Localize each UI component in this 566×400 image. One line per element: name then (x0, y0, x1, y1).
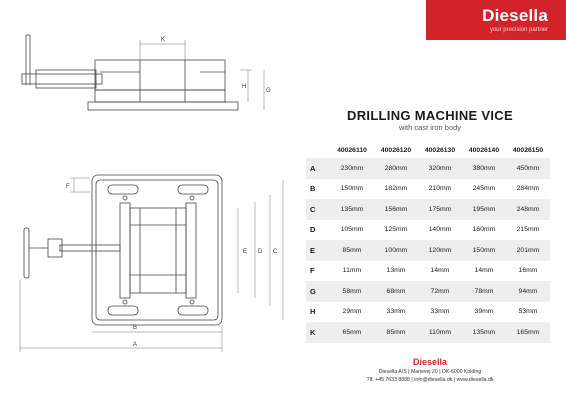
table-cell: 140mm (428, 226, 452, 234)
table-cell: 110mm (418, 322, 462, 343)
column-header: 40026130 (424, 146, 456, 154)
table-cell: 72mm (418, 281, 462, 302)
row-label: B (310, 184, 316, 194)
table-cell: 182mm (384, 185, 408, 193)
side-view (21, 34, 239, 111)
spec-header-row: 40026110 40026120 40026130 40026140 4002… (306, 142, 550, 158)
table-cell: 175mm (418, 199, 462, 220)
table-row: K 65mm 85mm 110mm 135mm 165mm (306, 322, 550, 343)
row-label: G (306, 281, 330, 302)
dim-label-k: K (161, 37, 165, 43)
table-cell: 160mm (472, 226, 496, 234)
table-cell: 284mm (516, 185, 540, 193)
table-row: A 230mm 280mm 320mm 380mm 450mm (306, 158, 550, 179)
product-title: DRILLING MACHINE VICE (347, 108, 513, 123)
table-cell: 16mm (518, 267, 538, 275)
footer-contact: Tlf. +45 7633 8888 | info@diesella.dk | … (366, 377, 494, 383)
table-cell: 33mm (430, 308, 450, 316)
table-cell: 135mm (330, 199, 374, 220)
table-cell: 85mm (374, 322, 418, 343)
table-cell: 150mm (462, 240, 506, 261)
dim-label-h: H (242, 84, 246, 90)
table-cell: 58mm (330, 281, 374, 302)
brand-logo: Diesella (482, 6, 548, 25)
technical-drawing: K H G F E D C B A (19, 34, 284, 352)
table-row: C 135mm 156mm 175mm 195mm 248mm (306, 199, 550, 220)
table-cell: 245mm (472, 185, 496, 193)
table-cell: 39mm (474, 308, 494, 316)
row-label: H (310, 307, 316, 317)
table-cell: 320mm (418, 158, 462, 179)
row-label: K (306, 322, 330, 343)
table-cell: 125mm (384, 226, 408, 234)
dim-label-d: D (258, 249, 263, 255)
table-cell: 65mm (330, 322, 374, 343)
top-view (23, 174, 223, 326)
table-cell: 450mm (506, 158, 550, 179)
table-cell: 105mm (340, 226, 364, 234)
table-cell: 215mm (516, 226, 540, 234)
table-cell: 230mm (330, 158, 374, 179)
column-header: 40026140 (468, 146, 500, 154)
product-subtitle: with cast iron body (398, 123, 462, 132)
footer: Diesella Diesella A/S | Marievej 20 | DK… (330, 357, 530, 384)
table-cell: 210mm (428, 185, 452, 193)
brand-header: Diesella your precision partner (0, 0, 566, 40)
table-cell: 85mm (330, 240, 374, 261)
column-header: 40026120 (380, 146, 412, 154)
table-cell: 29mm (342, 308, 362, 316)
row-label: D (310, 225, 316, 235)
table-cell: 280mm (374, 158, 418, 179)
table-cell: 120mm (418, 240, 462, 261)
table-cell: 248mm (506, 199, 550, 220)
dim-label-e: E (243, 249, 247, 255)
table-cell: 195mm (462, 199, 506, 220)
row-label: E (306, 240, 330, 261)
table-cell: 78mm (462, 281, 506, 302)
spec-table: 40026110 40026120 40026130 40026140 4002… (306, 142, 550, 343)
dim-label-f: F (66, 184, 70, 190)
table-row: G 58mm 68mm 72mm 78mm 94mm (306, 281, 550, 302)
footer-address: Diesella A/S | Marievej 20 | DK-6000 Kol… (378, 369, 482, 375)
table-cell: 68mm (374, 281, 418, 302)
table-row: E 85mm 100mm 120mm 150mm 201mm (306, 240, 550, 261)
row-label: C (306, 199, 330, 220)
row-label: F (310, 266, 315, 276)
brand-logo-box: Diesella your precision partner (426, 0, 566, 40)
table-row: F 11mm 13mm 14mm 14mm 16mm (306, 261, 550, 282)
table-cell: 14mm (474, 267, 494, 275)
table-cell: 150mm (340, 185, 364, 193)
table-row: H 29mm 33mm 33mm 39mm 53mm (306, 302, 550, 323)
row-label: A (306, 158, 330, 179)
dim-label-c: C (273, 249, 278, 255)
table-cell: 11mm (342, 267, 362, 275)
table-cell: 14mm (430, 267, 450, 275)
table-cell: 13mm (386, 267, 406, 275)
table-row: D 105mm 125mm 140mm 160mm 215mm (306, 220, 550, 241)
dimension-lines (19, 40, 284, 352)
column-header: 40026110 (337, 146, 367, 154)
footer-logo: Diesella (412, 357, 448, 367)
spec-corner (306, 142, 330, 158)
table-row: B 150mm 182mm 210mm 245mm 284mm (306, 179, 550, 200)
table-cell: 33mm (386, 308, 406, 316)
brand-tagline: your precision partner (489, 27, 548, 33)
table-cell: 53mm (518, 308, 538, 316)
dim-label-g: G (266, 88, 271, 94)
table-cell: 165mm (506, 322, 550, 343)
table-cell: 94mm (506, 281, 550, 302)
table-cell: 156mm (374, 199, 418, 220)
table-cell: 201mm (506, 240, 550, 261)
column-header: 40026150 (512, 146, 544, 154)
table-cell: 100mm (374, 240, 418, 261)
table-cell: 380mm (462, 158, 506, 179)
dim-label-a: A (133, 342, 137, 348)
dim-label-b: B (133, 325, 137, 331)
table-cell: 135mm (462, 322, 506, 343)
